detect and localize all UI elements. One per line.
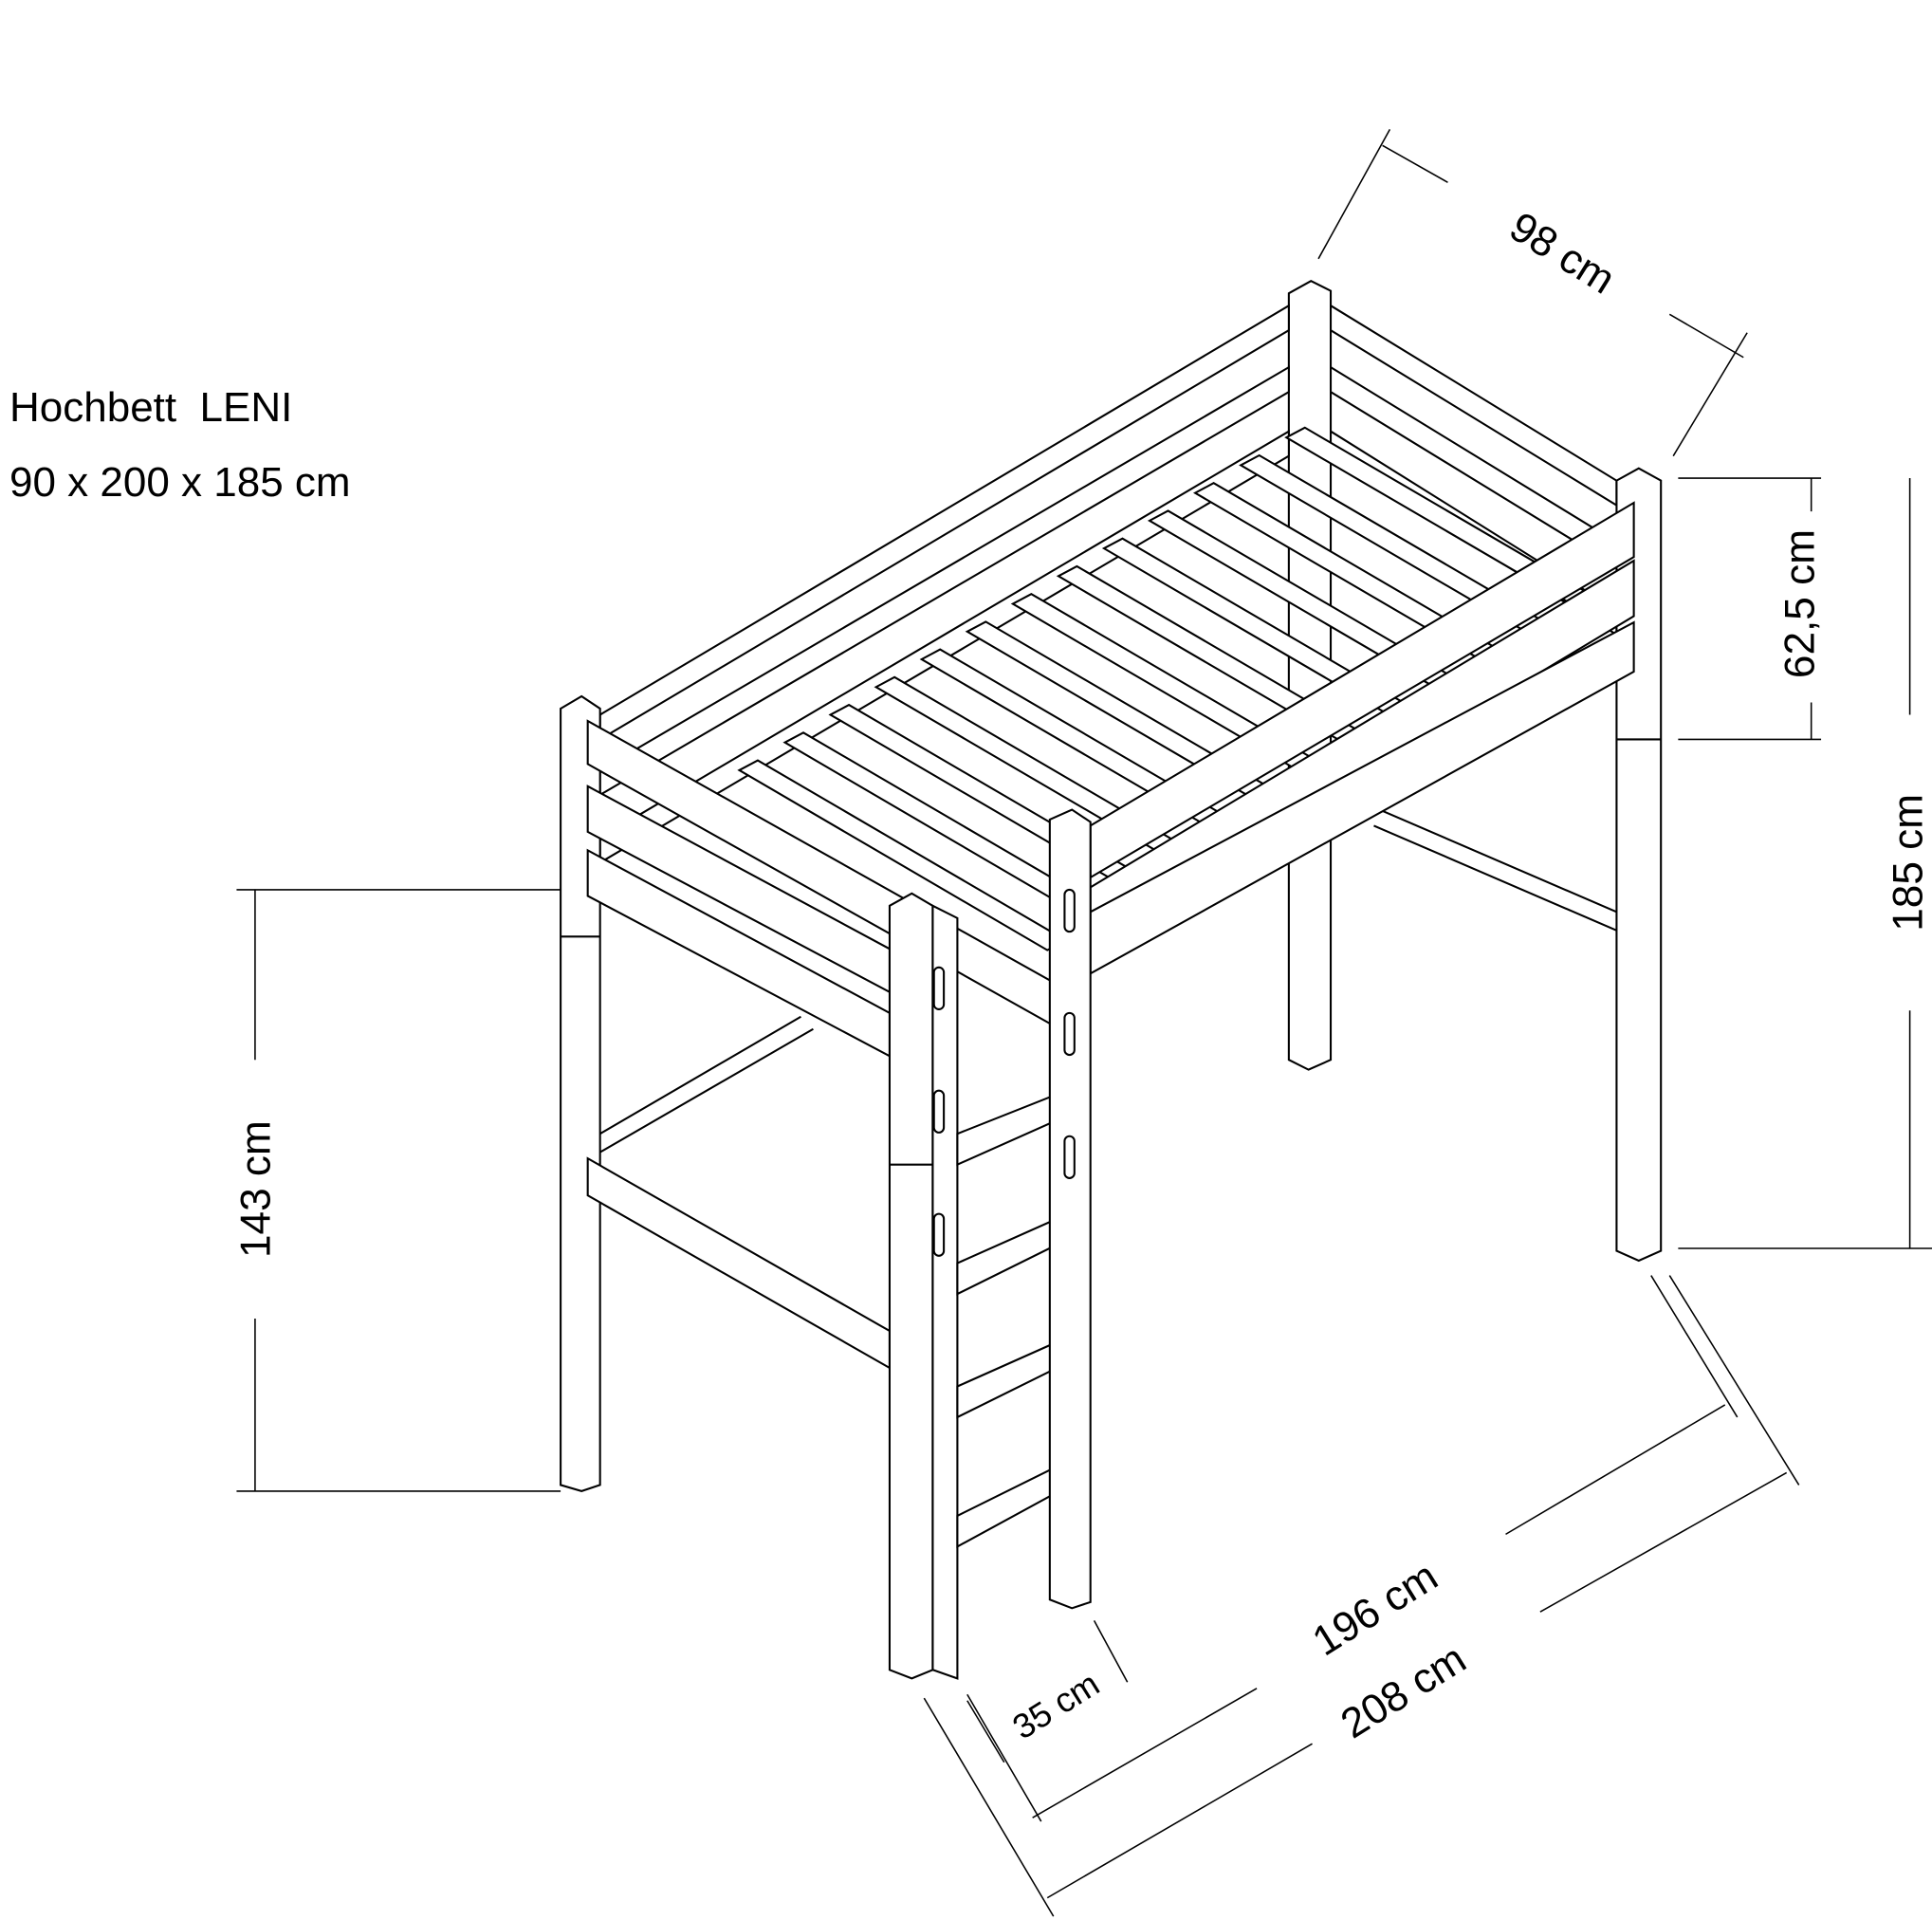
inner-length-label: 196 cm [1305,1553,1446,1665]
ladder-right-stile [1048,808,1092,1610]
total-height-label: 185 cm [1886,794,1932,932]
rail-height-label: 62,5 cm [1776,529,1823,678]
underbed-height-label: 143 cm [233,1120,280,1258]
ladder-left-stile [931,904,959,1680]
ladder-offset-label: 35 cm [1005,1664,1106,1746]
bed-frame [560,280,1663,1680]
product-dimensions: 90 x 200 x 185 cm [9,459,351,506]
depth-label: 98 cm [1501,203,1623,303]
back-long-rails [598,304,1290,865]
product-title: Hochbett LENI [9,384,293,431]
dimension-lines [236,129,1932,1917]
ladder [932,808,1092,1610]
total-length-label: 208 cm [1333,1635,1474,1747]
front-right-post [888,892,934,1680]
front-long-rails [1089,501,1635,976]
